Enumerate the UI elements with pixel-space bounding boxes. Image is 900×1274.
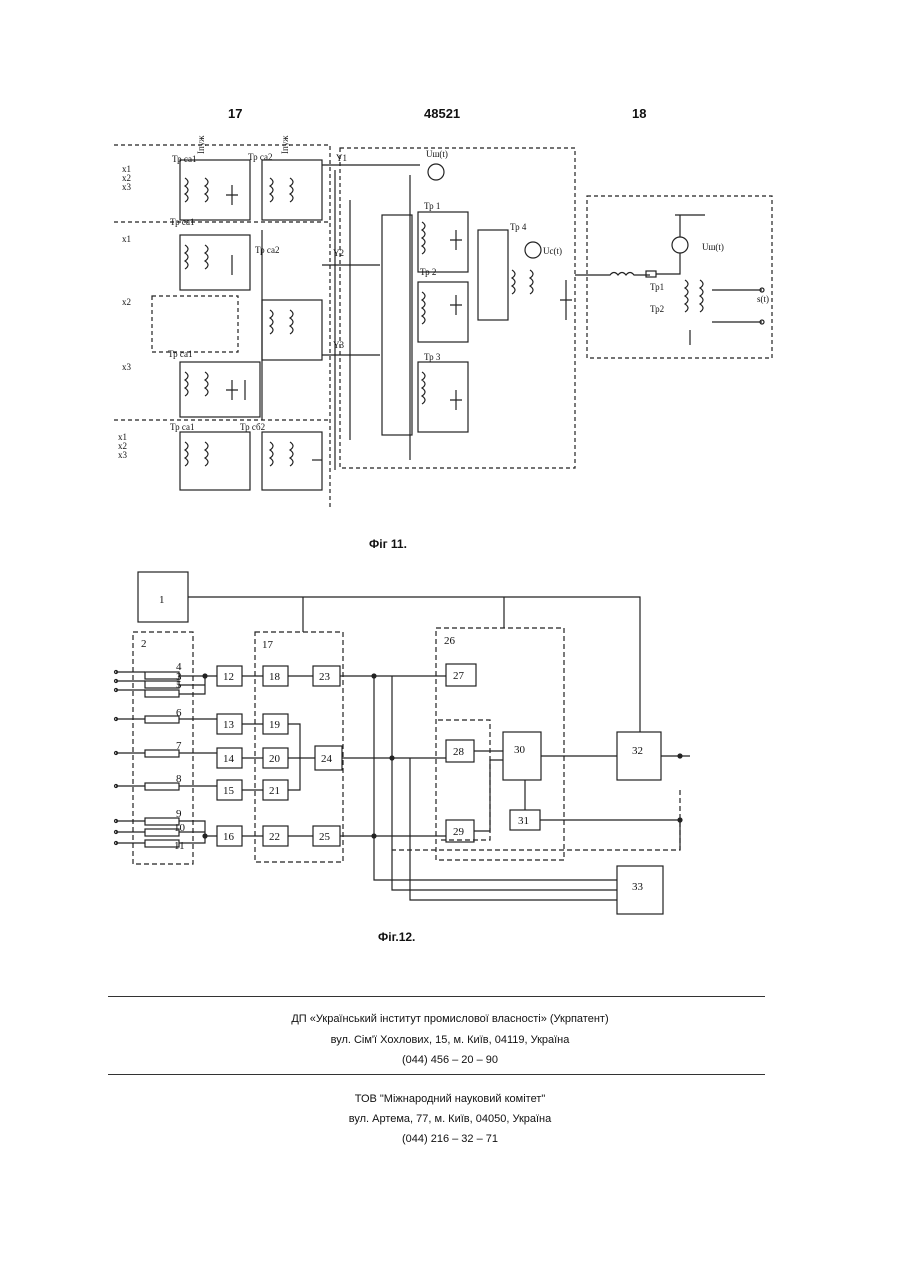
figure-12-block-diagram: 1 2 3 4 5 6 7 8 9 10 11 12 13 14 15 16 1… xyxy=(0,0,900,940)
block-33-label: 33 xyxy=(632,881,644,893)
org2-name: ТОВ "Міжнародний науковий комітет" xyxy=(0,1093,900,1105)
block-7-label: 7 xyxy=(176,740,182,752)
figure-12-caption: Фіг.12. xyxy=(378,930,415,944)
block-14-label: 14 xyxy=(223,753,235,765)
org1-address: вул. Сім'ї Хохлових, 15, м. Київ, 04119,… xyxy=(0,1034,900,1046)
block-23-label: 23 xyxy=(319,671,331,683)
block-12-label: 12 xyxy=(223,671,234,683)
block-6-label: 6 xyxy=(176,707,182,719)
block-1-label: 1 xyxy=(159,594,165,606)
block-21-label: 21 xyxy=(269,785,280,797)
block-22-label: 22 xyxy=(269,831,280,843)
block-13-label: 13 xyxy=(223,719,235,731)
block-4-label: 4 xyxy=(176,661,182,673)
block-9-label: 9 xyxy=(176,808,182,820)
block-25-label: 25 xyxy=(319,831,331,843)
block-17-label: 17 xyxy=(262,639,274,651)
block-20-label: 20 xyxy=(269,753,281,765)
block-28-label: 28 xyxy=(453,746,465,758)
block-11-label: 11 xyxy=(174,840,185,852)
block-15-label: 15 xyxy=(223,785,235,797)
org1-name: ДП «Український інститут промислової вла… xyxy=(0,1013,900,1025)
block-5-label: 5 xyxy=(176,679,182,691)
block-10-label: 10 xyxy=(174,822,186,834)
org1-phone: (044) 456 – 20 – 90 xyxy=(0,1054,900,1066)
org2-address: вул. Артема, 77, м. Київ, 04050, Україна xyxy=(0,1113,900,1125)
footer-divider-middle xyxy=(108,1074,765,1075)
org2-phone: (044) 216 – 32 – 71 xyxy=(0,1133,900,1145)
block-32-label: 32 xyxy=(632,745,643,757)
block-30-label: 30 xyxy=(514,744,526,756)
block-2-label: 2 xyxy=(141,638,147,650)
footer-divider-top xyxy=(108,996,765,997)
block-27-label: 27 xyxy=(453,670,465,682)
block-8-label: 8 xyxy=(176,773,182,785)
block-29-label: 29 xyxy=(453,826,465,838)
block-24-label: 24 xyxy=(321,753,333,765)
block-26-label: 26 xyxy=(444,635,456,647)
block-16-label: 16 xyxy=(223,831,235,843)
block-19-label: 19 xyxy=(269,719,281,731)
block-31-label: 31 xyxy=(518,815,529,827)
block-18-label: 18 xyxy=(269,671,281,683)
